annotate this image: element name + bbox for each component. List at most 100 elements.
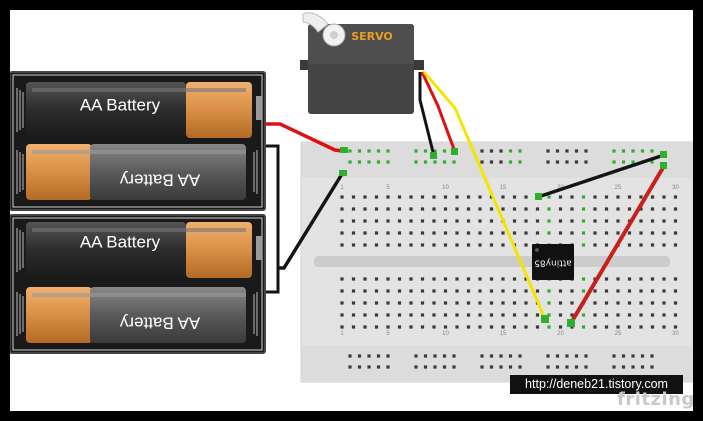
breadboard-hole (433, 160, 437, 164)
breadboard-hole (420, 325, 425, 329)
breadboard-hole (443, 277, 448, 281)
breadboard-hole (673, 289, 678, 293)
breadboard-hole (466, 313, 471, 317)
breadboard-hole (466, 277, 471, 281)
breadboard-hole (357, 354, 362, 358)
breadboard-hole (535, 325, 540, 329)
breadboard-hole (432, 243, 436, 247)
breadboard-hole (397, 313, 402, 317)
breadboard-hole (414, 160, 418, 164)
breadboard-hole (455, 195, 459, 199)
breadboard-hole (367, 160, 371, 164)
breadboard-hole (581, 207, 586, 211)
breadboard-hole (420, 277, 425, 281)
breadboard-hole (499, 365, 503, 369)
breadboard-hole (524, 231, 528, 235)
breadboard-hole (673, 277, 678, 281)
breadboard-hole (348, 149, 352, 153)
breadboard-hole (581, 243, 586, 247)
breadboard-hole (499, 160, 503, 164)
breadboard-hole (420, 219, 425, 223)
breadboard-hole (558, 219, 563, 223)
column-number: 10 (442, 331, 449, 337)
breadboard-hole (616, 207, 620, 211)
breadboard-hole (524, 207, 528, 211)
breadboard-hole (570, 231, 574, 235)
breadboard-hole (397, 325, 402, 329)
breadboard-hole (466, 195, 471, 199)
breadboard-hole (616, 301, 620, 305)
breadboard-hole (478, 325, 482, 329)
column-number: 15 (500, 331, 507, 337)
breadboard-hole (374, 231, 379, 235)
breadboard-hole (386, 219, 390, 223)
breadboard-hole (535, 289, 540, 293)
breadboard-hole (478, 301, 482, 305)
breadboard-hole (414, 149, 418, 153)
breadboard-hole (499, 354, 503, 358)
breadboard-hole (374, 277, 379, 281)
breadboard-hole (386, 354, 390, 358)
servo-motor: SERVO (300, 12, 424, 114)
breadboard-hole (581, 195, 586, 199)
breadboard-hole (546, 365, 550, 369)
breadboard-hole (555, 160, 560, 164)
wire-red-servo-power (420, 71, 457, 153)
breadboard-hole (604, 231, 609, 235)
breadboard-hole (442, 160, 447, 164)
breadboard-hole (466, 325, 471, 329)
breadboard-hole (367, 149, 371, 153)
breadboard-hole (420, 313, 425, 317)
breadboard-hole (414, 365, 418, 369)
breadboard-hole (662, 219, 666, 223)
breadboard-hole (604, 219, 609, 223)
breadboard-hole (565, 149, 569, 153)
breadboard-hole (420, 301, 425, 305)
breadboard-hole (351, 325, 356, 329)
battery-4-label: AA Battery (119, 314, 200, 333)
breadboard-hole (501, 195, 505, 199)
breadboard-hole (631, 149, 635, 153)
breadboard-hole (397, 301, 402, 305)
breadboard-hole (340, 243, 344, 247)
servo-label: SERVO (351, 30, 393, 43)
breadboard-hole (512, 325, 517, 329)
breadboard-hole (363, 301, 367, 305)
breadboard-hole (662, 313, 666, 317)
breadboard-hole (397, 219, 402, 223)
breadboard-hole (409, 301, 413, 305)
breadboard-hole (489, 301, 494, 305)
breadboard-hole (432, 231, 436, 235)
breadboard-hole (574, 149, 579, 153)
breadboard-hole (593, 313, 597, 317)
breadboard-hole (593, 195, 597, 199)
breadboard-hole (593, 243, 597, 247)
breadboard-hole (348, 354, 352, 358)
breadboard-hole (570, 207, 574, 211)
breadboard-hole (524, 277, 528, 281)
breadboard-hole (340, 313, 344, 317)
breadboard-hole (480, 149, 484, 153)
breadboard-hole (546, 354, 550, 358)
breadboard-hole (627, 243, 632, 247)
wire-red-jumper (569, 164, 666, 325)
breadboard-hole (662, 243, 666, 247)
breadboard-hole (570, 301, 574, 305)
breadboard-hole (673, 195, 678, 199)
breadboard-hole (639, 313, 643, 317)
breadboard-hole (374, 243, 379, 247)
breadboard-hole (650, 231, 655, 235)
breadboard-hole (558, 313, 563, 317)
breadboard-hole (432, 207, 436, 211)
breadboard-hole (489, 365, 494, 369)
breadboard-hole (662, 301, 666, 305)
breadboard-hole (650, 301, 655, 305)
breadboard-hole (363, 289, 367, 293)
breadboard-hole (501, 231, 505, 235)
wire-black-battery-negative (278, 173, 344, 270)
breadboard-hole (662, 231, 666, 235)
breadboard-hole (501, 277, 505, 281)
breadboard-hole (593, 301, 597, 305)
breadboard-hole (432, 289, 436, 293)
breadboard-hole (340, 289, 344, 293)
